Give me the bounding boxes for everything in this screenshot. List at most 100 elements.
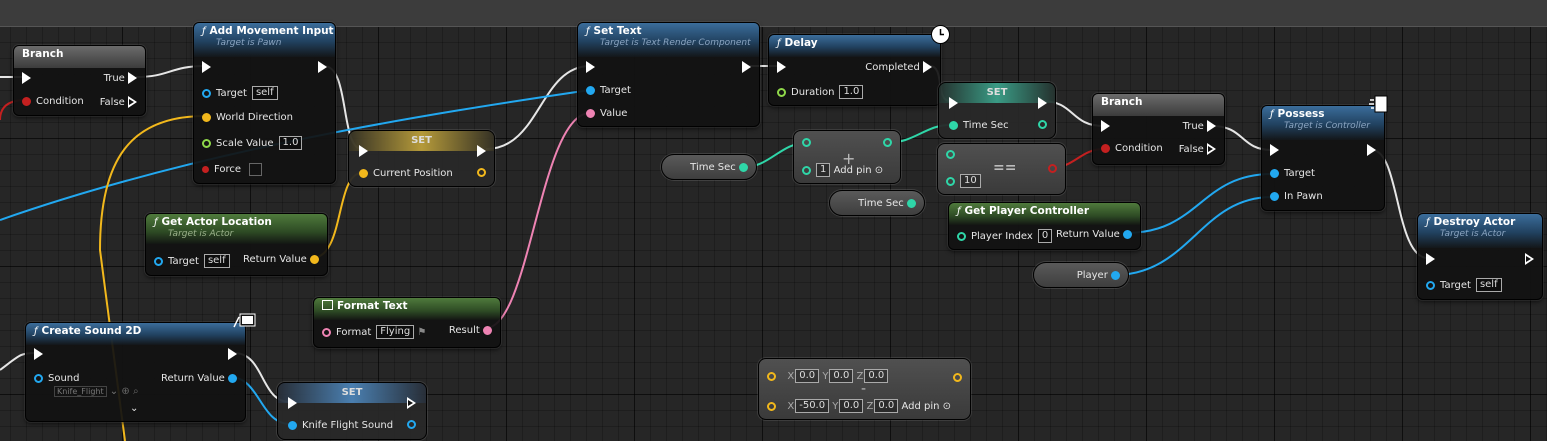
target-field[interactable]: self — [251, 86, 278, 100]
a-input-pin[interactable] — [946, 150, 960, 159]
expand-chevron-icon[interactable]: ⌄ — [130, 403, 139, 414]
condition-pin[interactable]: Condition — [1101, 143, 1163, 154]
output-pin[interactable] — [1048, 164, 1057, 173]
b-input-pin[interactable]: 10 — [946, 174, 981, 188]
add-pin-icon[interactable]: ⊙ — [942, 400, 952, 412]
target-pin[interactable]: Target — [1270, 168, 1315, 179]
sound-pin[interactable]: Sound — [34, 373, 80, 384]
time-sec-pin[interactable]: Time Sec — [949, 120, 1009, 131]
exec-in-pin[interactable] — [777, 61, 786, 73]
b-z-field[interactable]: 0.0 — [874, 399, 899, 413]
false-pin[interactable]: False — [100, 96, 137, 108]
set-time-sec-node[interactable]: SET Time Sec — [938, 82, 1056, 139]
chevron-down-icon[interactable]: ⌄ — [109, 386, 119, 397]
target-field[interactable]: self — [203, 254, 230, 268]
time-sec-getter[interactable]: Time Sec — [829, 190, 925, 216]
exec-out-pin[interactable] — [477, 145, 486, 157]
return-value-pin[interactable]: Return Value — [1056, 229, 1132, 240]
b-value-field[interactable]: 1 — [816, 163, 831, 177]
b-x-field[interactable]: -50.0 — [795, 399, 830, 413]
search-icon[interactable]: ⌕ — [132, 386, 139, 397]
format-field[interactable]: Flying — [376, 325, 415, 339]
add-pin-icon[interactable]: ⊙ — [874, 164, 884, 176]
player-getter[interactable]: Player — [1033, 262, 1129, 288]
use-selected-icon[interactable]: ⊕ — [121, 386, 130, 397]
exec-in-pin[interactable] — [1101, 120, 1110, 132]
target-pin[interactable]: Target — [586, 85, 631, 96]
exec-in-pin[interactable] — [34, 348, 43, 360]
sound-asset-picker[interactable]: Knife_Flight ⌄ ⊕ ⌕ — [54, 386, 139, 397]
completed-pin[interactable]: Completed — [865, 61, 932, 73]
false-pin[interactable]: False — [1179, 143, 1216, 155]
true-pin[interactable]: True — [1183, 120, 1216, 132]
a-z-field[interactable]: 0.0 — [864, 369, 889, 383]
duration-field[interactable]: 1.0 — [839, 85, 864, 99]
a-input-pin[interactable] — [802, 138, 816, 147]
time-sec-out-pin[interactable] — [1038, 120, 1047, 129]
exec-in-pin[interactable] — [1426, 253, 1435, 265]
target-field[interactable]: self — [1475, 278, 1502, 292]
branch-node[interactable]: Branch True Condition False — [1092, 93, 1225, 165]
exec-in-pin[interactable] — [202, 61, 211, 73]
branch-node[interactable]: Branch True Condition False — [13, 45, 146, 116]
set-current-position-node[interactable]: SET Current Position — [348, 130, 495, 187]
exec-in-pin[interactable] — [22, 72, 31, 84]
current-position-out-pin[interactable] — [477, 168, 486, 177]
exec-in-pin[interactable] — [1270, 144, 1279, 156]
exec-in-pin[interactable] — [949, 97, 958, 109]
knife-flight-sound-pin[interactable]: Knife Flight Sound — [288, 420, 393, 431]
equals-node[interactable]: == 10 — [937, 143, 1066, 195]
force-pin[interactable]: Force — [202, 163, 263, 176]
set-knife-flight-sound-node[interactable]: SET Knife Flight Sound — [277, 382, 427, 440]
exec-in-pin[interactable] — [288, 397, 297, 409]
return-value-pin[interactable]: Return Value — [161, 373, 237, 384]
output-pin[interactable] — [953, 373, 962, 382]
exec-out-pin[interactable] — [1525, 253, 1534, 265]
force-checkbox[interactable] — [249, 163, 263, 176]
in-pawn-pin[interactable]: In Pawn — [1270, 191, 1323, 202]
exec-out-pin[interactable] — [1367, 144, 1376, 156]
exec-out-pin[interactable] — [228, 348, 237, 360]
value-pin[interactable]: Value — [586, 108, 627, 119]
scale-value-field[interactable]: 1.0 — [278, 136, 303, 150]
exec-out-pin[interactable] — [318, 61, 327, 73]
current-position-pin[interactable]: Current Position — [359, 168, 453, 179]
return-value-pin[interactable]: Return Value — [243, 254, 319, 265]
true-pin[interactable]: True — [104, 72, 137, 84]
a-y-field[interactable]: 0.0 — [829, 369, 854, 383]
exec-in-pin[interactable] — [359, 145, 368, 157]
result-pin[interactable]: Result — [449, 325, 492, 336]
exec-in-pin[interactable] — [586, 61, 595, 73]
condition-pin[interactable]: Condition — [22, 96, 84, 107]
player-index-field[interactable]: 0 — [1037, 229, 1053, 243]
output-pin[interactable] — [883, 138, 892, 147]
add-float-node[interactable]: + 1 Add pin ⊙ — [793, 130, 901, 184]
a-x-field[interactable]: 0.0 — [795, 369, 820, 383]
exec-out-pin[interactable] — [742, 61, 751, 73]
flag-icon[interactable]: ⚑ — [417, 326, 427, 338]
world-direction-pin[interactable]: World Direction — [202, 112, 293, 123]
b-value-field[interactable]: 10 — [960, 174, 981, 188]
exec-out-pin[interactable] — [407, 397, 416, 409]
knife-flight-sound-out-pin[interactable] — [407, 420, 416, 429]
exec-out-pin[interactable] — [1038, 97, 1047, 109]
time-sec-getter[interactable]: Time Sec — [661, 154, 757, 180]
b-input-pin[interactable]: 1 Add pin ⊙ — [802, 163, 883, 177]
